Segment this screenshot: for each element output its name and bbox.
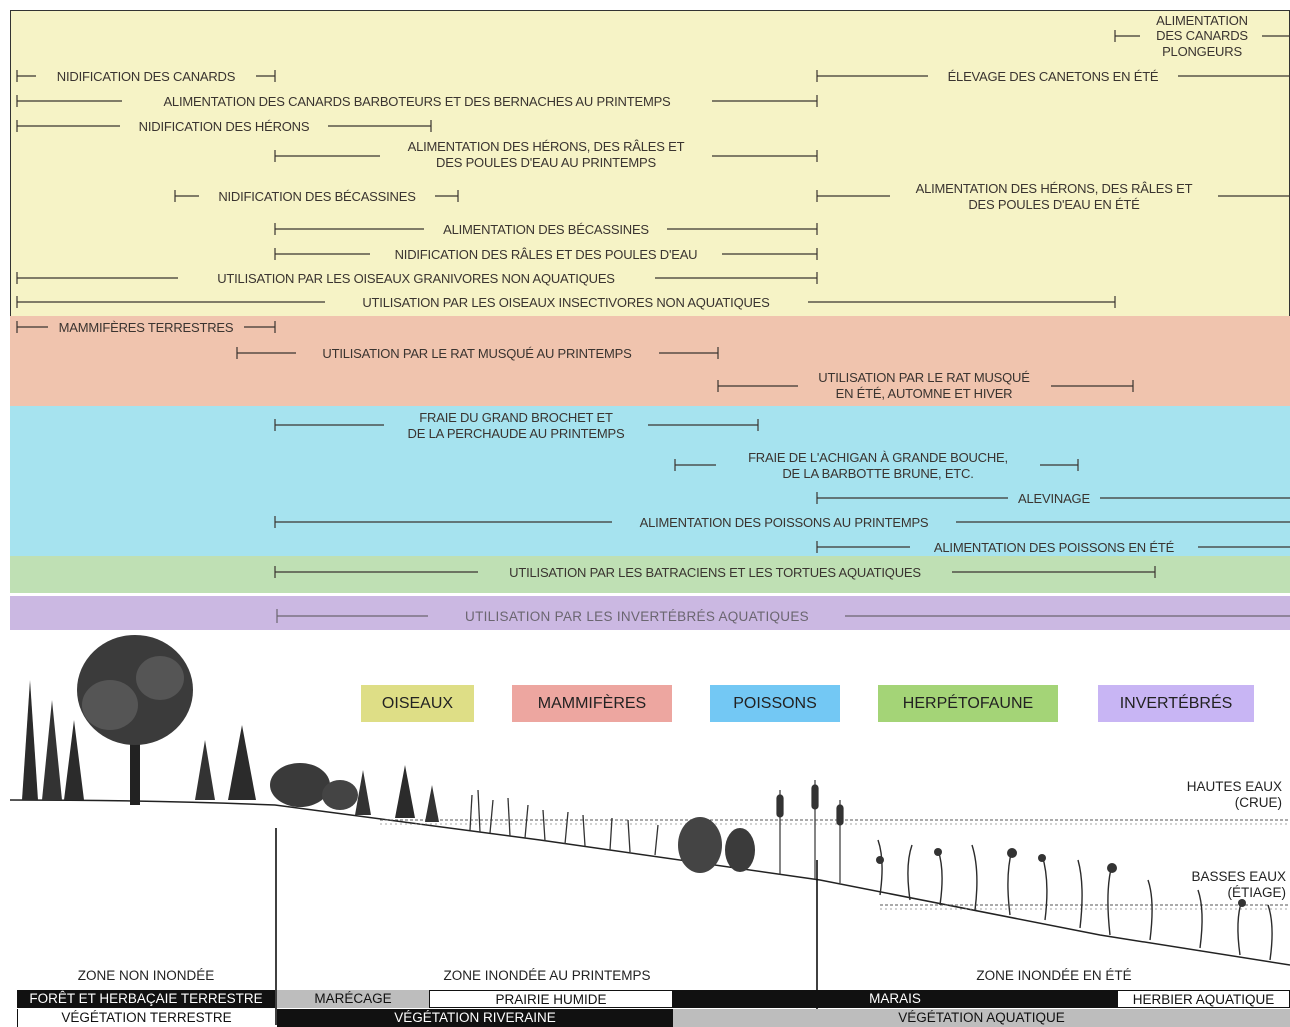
bar-alevinage [816, 492, 1290, 504]
bar-granivores [16, 272, 818, 284]
habitat-foret: FORÊT ET HERBAÇAIE TERRESTRE [17, 990, 275, 1008]
fish-band [10, 406, 1290, 556]
label-alim-herons-printemps-2: DES POULES D'EAU AU PRINTEMPS [436, 155, 656, 170]
label-basses-eaux: BASSES EAUX (ÉTIAGE) [1130, 869, 1286, 901]
zone-non-inondee: ZONE NON INONDÉE [77, 968, 215, 983]
zone-inondee-ete: ZONE INONDÉE EN ÉTÉ [976, 968, 1132, 983]
label-brochet-2: DE LA PERCHAUDE AU PRINTEMPS [408, 426, 625, 441]
label-hautes-eaux-2: (CRUE) [1234, 795, 1282, 810]
bar-alim-poissons-printemps [274, 516, 1290, 528]
bar-alim-poissons-ete [816, 541, 1290, 553]
label-hautes-eaux: HAUTES EAUX (CRUE) [1130, 779, 1282, 811]
label-achigan-2: DE LA BARBOTTE BRUNE, ETC. [782, 466, 973, 481]
legend-mammiferes: MAMMIFÈRES [512, 685, 672, 722]
label-rat-ete-1: UTILISATION PAR LE RAT MUSQUÉ [818, 370, 1030, 385]
bar-alim-becassines [274, 223, 818, 235]
label-hautes-eaux-1: HAUTES EAUX [1186, 779, 1282, 794]
bar-insectivores [16, 296, 1116, 308]
legend-herpetofaune: HERPÉTOFAUNE [878, 685, 1058, 722]
bar-rat-printemps [236, 347, 719, 359]
label-achigan-1: FRAIE DE L'ACHIGAN À GRANDE BOUCHE, [748, 450, 1008, 465]
label-invertebres: UTILISATION PAR LES INVERTÉBRÉS AQUATIQU… [465, 609, 809, 624]
label-nidif-herons: NIDIFICATION DES HÉRONS [139, 119, 310, 134]
label-batraciens: UTILISATION PAR LES BATRACIENS ET LES TO… [509, 565, 921, 580]
label-alim-herons-printemps-1: ALIMENTATION DES HÉRONS, DES RÂLES ET [408, 139, 685, 154]
label-alevinage: ALEVINAGE [1018, 491, 1090, 506]
zone-inondee-printemps: ZONE INONDÉE AU PRINTEMPS [443, 968, 651, 983]
label-alim-herons-ete-2: DES POULES D'EAU EN ÉTÉ [968, 197, 1140, 212]
vegetation-aquatique: VÉGÉTATION AQUATIQUE [673, 1009, 1290, 1027]
mammals-band [10, 316, 1290, 406]
label-canards-plongeurs-2: DES CANARDS [1156, 28, 1248, 43]
bar-rat-ete [717, 380, 1134, 392]
bar-nidif-becassines [174, 190, 459, 202]
label-brochet-1: FRAIE DU GRAND BROCHET ET [419, 410, 613, 425]
label-alim-becassines: ALIMENTATION DES BÉCASSINES [443, 222, 649, 237]
label-nidif-rales: NIDIFICATION DES RÂLES ET DES POULES D'E… [395, 247, 698, 262]
landscape-illustration [9, 635, 1290, 1025]
bar-brochet [274, 419, 759, 431]
bar-nidif-rales [274, 248, 818, 260]
vegetation-terrestre: VÉGÉTATION TERRESTRE [17, 1009, 275, 1027]
label-basses-eaux-2: (ÉTIAGE) [1227, 885, 1286, 900]
label-nidif-becassines: NIDIFICATION DES BÉCASSINES [218, 189, 416, 204]
legend-oiseaux: OISEAUX [361, 685, 474, 722]
herpetofauna-band [10, 556, 1290, 593]
label-elevage: ÉLEVAGE DES CANETONS EN ÉTÉ [948, 69, 1159, 84]
habitat-marais: MARAIS [673, 990, 1117, 1008]
bar-mammiferes-terrestres [16, 321, 276, 333]
label-alim-barboteurs: ALIMENTATION DES CANARDS BARBOTEURS ET D… [163, 94, 671, 109]
habitat-herbier: HERBIER AQUATIQUE [1117, 990, 1290, 1008]
label-alim-poissons-printemps: ALIMENTATION DES POISSONS AU PRINTEMPS [640, 515, 929, 530]
label-basses-eaux-1: BASSES EAUX [1191, 869, 1286, 884]
label-canards-plongeurs-1: ALIMENTATION [1156, 13, 1248, 28]
bar-achigan [674, 459, 1079, 471]
bar-nidif-herons [16, 120, 432, 132]
invertebrates-band [10, 596, 1290, 630]
bar-nidif-canards [16, 70, 276, 82]
label-alim-poissons-ete: ALIMENTATION DES POISSONS EN ÉTÉ [934, 540, 1175, 555]
bar-alim-herons-ete [816, 190, 1290, 202]
label-rat-printemps: UTILISATION PAR LE RAT MUSQUÉ AU PRINTEM… [322, 346, 632, 361]
label-insectivores: UTILISATION PAR LES OISEAUX INSECTIVORES… [362, 295, 770, 310]
bar-batraciens [274, 566, 1156, 578]
bar-elevage [816, 70, 1290, 82]
habitat-marecage: MARÉCAGE [277, 990, 429, 1008]
vegetation-riveraine: VÉGÉTATION RIVERAINE [277, 1009, 673, 1027]
label-granivores: UTILISATION PAR LES OISEAUX GRANIVORES N… [217, 271, 615, 286]
bar-invertebres [276, 609, 1290, 623]
label-alim-herons-ete-1: ALIMENTATION DES HÉRONS, DES RÂLES ET [916, 181, 1193, 196]
legend-poissons: POISSONS [710, 685, 840, 722]
bar-alim-barboteurs [16, 95, 818, 107]
label-nidif-canards: NIDIFICATION DES CANARDS [57, 69, 236, 84]
birds-band [10, 10, 1290, 316]
label-canards-plongeurs-3: PLONGEURS [1162, 44, 1242, 59]
bar-canards-plongeurs [1114, 30, 1290, 42]
label-rat-ete-2: EN ÉTÉ, AUTOMNE ET HIVER [836, 386, 1013, 401]
bar-alim-herons-printemps [274, 150, 818, 162]
habitat-prairie: PRAIRIE HUMIDE [429, 990, 673, 1008]
label-mammiferes-terrestres: MAMMIFÈRES TERRESTRES [59, 320, 234, 335]
legend-invertebres: INVERTÉBRÉS [1098, 685, 1254, 722]
